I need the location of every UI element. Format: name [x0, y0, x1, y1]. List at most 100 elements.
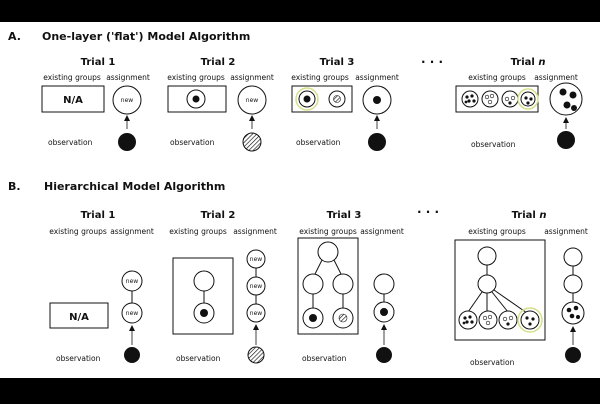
a-trial-n-assignment-dot — [569, 91, 577, 99]
b-trial-2-assignment-label: assignment — [233, 227, 277, 236]
a-trial-2-observation-hatched — [242, 132, 262, 152]
a-trial-n-group-2-mark — [487, 99, 493, 105]
b-trial-3-leaf-left-dot — [309, 314, 317, 322]
a-trial-3-observation-label: observation — [296, 138, 341, 147]
a-trial-n-existing-label: existing groups — [468, 73, 526, 82]
b-trial-n-leaf-2-mark — [485, 320, 491, 326]
b-trial-n-existing-label: existing groups — [468, 227, 526, 236]
a-trial-2-assignment-circle — [237, 85, 267, 115]
a-trial-n-group-4 — [520, 91, 536, 107]
a-trial-n-group-4-dot — [526, 101, 530, 105]
b-trial-n-assignment-dot — [573, 305, 579, 311]
a-trial-n-observation-dot — [557, 131, 575, 149]
a-trial-3-highlight — [295, 87, 319, 111]
b-trial-n-leaf-1-dot — [462, 321, 466, 325]
b-trial-n-leaf-3-mark — [508, 315, 514, 321]
a-trial-n-group-1-dot — [472, 99, 476, 103]
a-trial-n-group-1-dot — [464, 100, 468, 104]
b-trial-3-assignment-label: assignment — [360, 227, 404, 236]
b-trial-n-observation-dot — [565, 347, 581, 363]
b-trial-n-leaf-4-dot — [528, 322, 532, 326]
b-trial-n-leaf-2-mark — [482, 315, 488, 321]
b-trial-n-leaf-1-dot — [463, 316, 467, 320]
b-trial-3-assignment-dot — [380, 308, 388, 316]
b-trial-1-assignment-node — [121, 302, 143, 324]
section-a-title: One-layer ('flat') Model Algorithm — [42, 30, 250, 43]
b-trial-n-assignment-dot — [569, 313, 575, 319]
b-trial-1-observation-dot — [124, 347, 140, 363]
b-trial-1-new-label: new — [126, 310, 138, 317]
b-trial-2-existing-label: existing groups — [169, 227, 227, 236]
b-trial-2-child-dot — [200, 309, 208, 317]
b-trial-n-assignment-label: assignment — [544, 227, 588, 236]
b-trial-3-observation-label: observation — [302, 354, 347, 363]
a-trial-1-assignment-label: assignment — [106, 73, 150, 82]
a-trial-n-highlight — [517, 88, 539, 110]
a-trial-n-group-2 — [481, 90, 499, 108]
b-trial-3-existing-label: existing groups — [299, 227, 357, 236]
b-trial-2-new-label-mid: new — [250, 283, 262, 290]
a-trial-n-assignment-dot — [563, 101, 571, 109]
b-trial-n-leaf-2 — [478, 310, 498, 330]
a-trial-n-group-2-mark — [489, 93, 495, 99]
b-trial-2-observation-label: observation — [176, 354, 221, 363]
b-trial-n-leaf-1-dot — [468, 315, 472, 319]
a-trial-n-group-3-dot — [508, 101, 512, 105]
a-trial-n-group-1-dot — [465, 95, 469, 99]
a-trial-3-assignment-dot — [373, 96, 381, 104]
a-trial-1-groups-box — [41, 85, 105, 113]
a-trial-3-group-1-dot — [303, 95, 311, 103]
a-ellipsis: · · · — [421, 55, 443, 69]
b-trial-n-leaf-1 — [458, 310, 478, 330]
b-trial-n-mid-node — [477, 274, 497, 294]
a-trial-2-observation-label: observation — [170, 138, 215, 147]
a-trial-n-group-3-mark — [504, 96, 510, 102]
a-trial-3-title: Trial 3 — [320, 57, 355, 68]
a-trial-2-assignment-label: assignment — [230, 73, 274, 82]
a-trial-n-group-4-dot — [524, 96, 528, 100]
b-trial-2-observation-hatched — [247, 346, 265, 364]
b-trial-3-title: Trial 3 — [327, 210, 362, 221]
b-trial-n-leaf-4-dot — [531, 317, 535, 321]
a-trial-n-assignment-circle — [549, 82, 583, 116]
b-trial-n-leaf-1-dot — [465, 320, 469, 324]
b-trial-n-assignment-dot — [566, 307, 572, 313]
b-trial-n-assign-mid-node — [563, 274, 583, 294]
b-ellipsis: · · · — [417, 205, 439, 219]
b-trial-1-assignment-label: assignment — [110, 227, 154, 236]
a-trial-n-group-4-dot — [529, 97, 533, 101]
b-trial-n-leaf-3-mark — [502, 316, 508, 322]
a-trial-3-observation-dot — [368, 133, 386, 151]
b-trial-2-parent-node — [193, 270, 215, 292]
b-trial-2-new-label-bottom: new — [250, 310, 262, 317]
section-a-letter: A. — [8, 30, 21, 43]
a-trial-3-group-2-hatched — [333, 95, 341, 103]
b-trial-n-root-node — [477, 246, 497, 266]
a-trial-n-group-1-dot — [470, 94, 474, 98]
b-trial-n-highlight — [517, 307, 543, 333]
b-trial-2-new-node-bottom — [246, 303, 266, 323]
b-trial-n-edge-3 — [491, 291, 509, 313]
b-trial-1-title: Trial 1 — [81, 210, 116, 221]
a-trial-n-assignment-dot — [571, 105, 577, 111]
b-trial-3-edge-left — [314, 259, 323, 275]
b-trial-n-leaf-4-dot — [525, 316, 529, 320]
a-trial-1-observation-dot — [118, 133, 136, 151]
a-trial-n-assignment-label: assignment — [534, 73, 578, 82]
b-trial-3-root-node — [317, 241, 339, 263]
b-trial-3-mid-right-node — [332, 273, 354, 295]
b-trial-n-assignment-node — [561, 301, 585, 325]
a-trial-n-title: Trial n — [511, 57, 546, 68]
b-trial-2-title: Trial 2 — [201, 210, 236, 221]
a-trial-1-observation-label: observation — [48, 138, 93, 147]
b-trial-1-groups-box — [49, 302, 109, 329]
a-trial-2-group-1-dot — [192, 95, 200, 103]
b-trial-1-observation-label: observation — [56, 354, 101, 363]
b-trial-3-leaf-right-hatched — [338, 313, 348, 323]
b-trial-3-assign-top-node — [373, 273, 395, 295]
b-trial-1-top-new-label: new — [126, 278, 138, 285]
a-trial-2-new-label: new — [246, 97, 258, 104]
a-trial-n-observation-label: observation — [471, 140, 516, 149]
a-trial-n-assignment-dot — [559, 88, 567, 96]
